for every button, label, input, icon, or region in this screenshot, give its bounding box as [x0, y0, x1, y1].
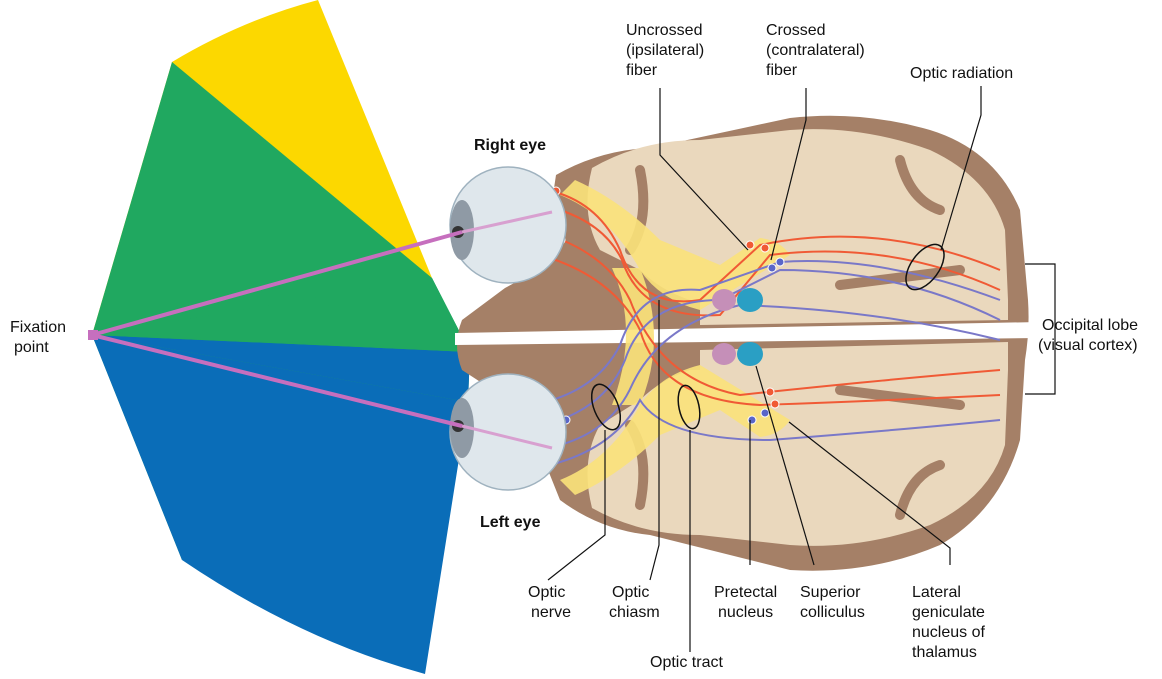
left-eyeball [450, 374, 566, 490]
right-eyeball [450, 167, 566, 283]
label-crossed-fiber-2: (contralateral) [766, 42, 865, 59]
label-optic-radiation: Optic radiation [910, 65, 1013, 82]
label-uncrossed-fiber-3: fiber [626, 62, 658, 79]
label-left-eye: Left eye [480, 514, 541, 531]
label-pretectal-nucleus-2: nucleus [718, 604, 773, 621]
label-fixation-point-1: Fixation [10, 319, 66, 336]
pretectal-upper [712, 289, 736, 311]
colliculus-lower [737, 342, 763, 366]
label-optic-chiasm-2: chiasm [609, 604, 660, 621]
label-occipital-lobe-2: (visual cortex) [1038, 337, 1138, 354]
label-uncrossed-fiber-1: Uncrossed [626, 22, 702, 39]
label-fixation-point-2: point [14, 339, 49, 356]
label-optic-tract: Optic tract [650, 654, 723, 671]
label-optic-nerve-1: Optic [528, 584, 565, 601]
fixation-point-marker [88, 330, 98, 340]
label-optic-chiasm-1: Optic [612, 584, 649, 601]
label-lateral-geniculate-1: Lateral [912, 584, 961, 601]
label-crossed-fiber-3: fiber [766, 62, 798, 79]
label-optic-nerve-2: nerve [531, 604, 571, 621]
pretectal-lower [712, 343, 736, 365]
label-lateral-geniculate-4: thalamus [912, 644, 977, 661]
label-pretectal-nucleus-1: Pretectal [714, 584, 777, 601]
colliculus-upper [737, 288, 763, 312]
label-right-eye: Right eye [474, 137, 546, 154]
label-occipital-lobe-1: Occipital lobe [1042, 317, 1138, 334]
label-uncrossed-fiber-2: (ipsilateral) [626, 42, 704, 59]
label-superior-colliculus-2: colliculus [800, 604, 865, 621]
visual-field [91, 0, 470, 674]
label-lateral-geniculate-3: nucleus of [912, 624, 985, 641]
label-crossed-fiber-1: Crossed [766, 22, 826, 39]
label-lateral-geniculate-2: geniculate [912, 604, 985, 621]
label-superior-colliculus-1: Superior [800, 584, 861, 601]
